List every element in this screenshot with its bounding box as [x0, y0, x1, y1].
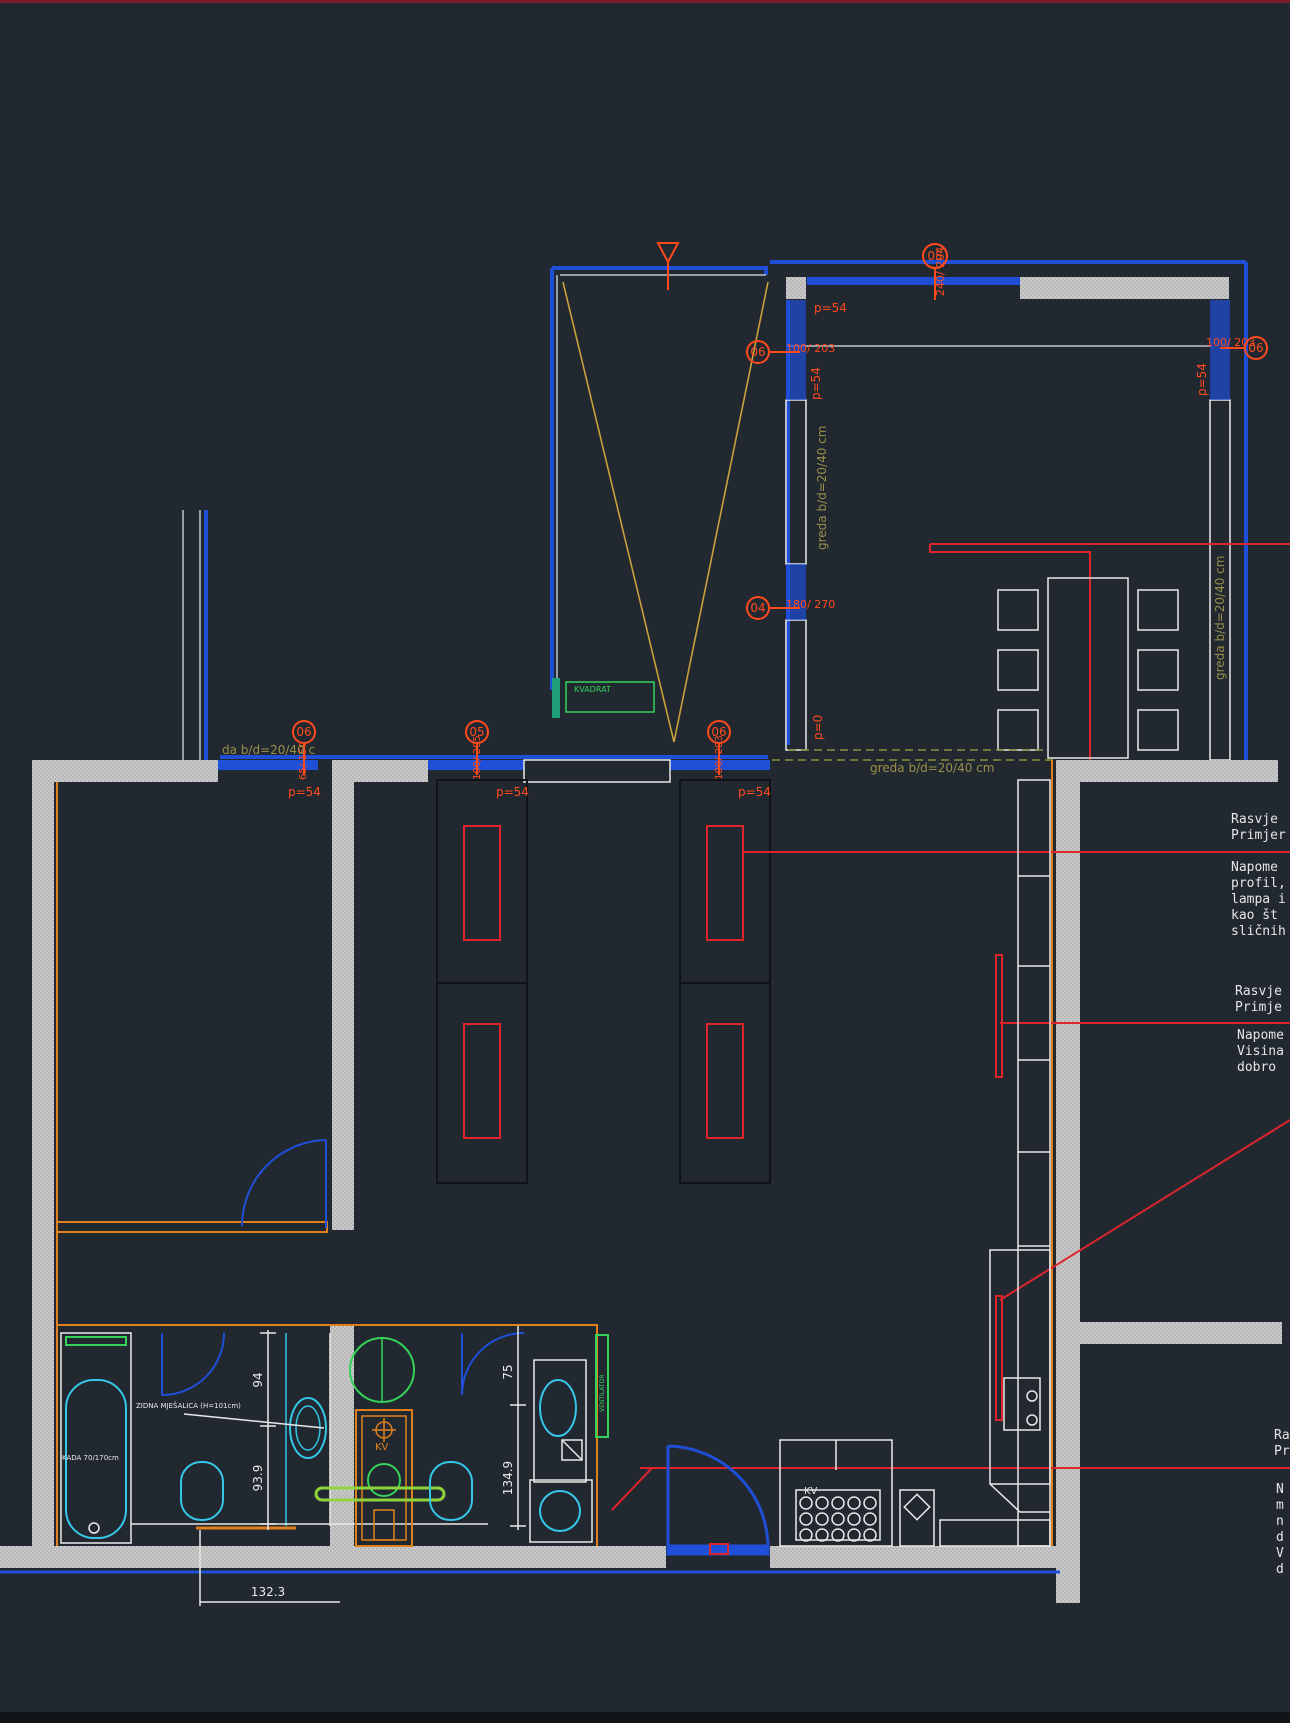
beam-horizontal-bottom: greda b/d=20/40 cm: [870, 761, 994, 775]
sill-left-vertical: p=54: [809, 367, 823, 400]
sill-bottom-1: p=54: [288, 785, 321, 799]
label-wall-mixer: ZIDNA MJEŠALICA (H=101cm): [136, 1401, 241, 1410]
tag-mid-04: 04: [750, 601, 765, 615]
red-leader-lines: [611, 543, 1290, 1511]
dim-left-06: 100/ 203: [786, 342, 835, 355]
upper-thin-lines: [182, 274, 1212, 760]
label-kv-1: KV: [375, 1442, 389, 1453]
note-remark-1: Napome profil, lampa i kao št sličnih: [1231, 860, 1290, 940]
dining-set: [997, 577, 1179, 759]
note-line: Ra: [1274, 1428, 1290, 1443]
bathroom-right: [314, 1326, 609, 1547]
dim-93-9: 93.9: [251, 1465, 265, 1492]
tag-bottom-3: 06: [711, 725, 726, 739]
sill-bottom-3: p=54: [738, 785, 771, 799]
tag-left-06: 06: [750, 345, 765, 359]
upper-hatched-walls: [785, 277, 1231, 761]
note-line: Visina: [1237, 1044, 1284, 1059]
opening-diagonals: [562, 281, 769, 743]
note-line: Napome: [1237, 1028, 1284, 1043]
dim-132-3: 132.3: [251, 1585, 285, 1599]
tag-top-center: 05: [927, 249, 942, 263]
fixture-labels: ZIDNA MJEŠALICA (H=101cm) KADA 70/170cm …: [62, 685, 818, 1497]
note-lighting-2: Rasvje Primje: [1235, 984, 1290, 1016]
note-line: n: [1276, 1514, 1284, 1529]
note-line: Primje: [1235, 1000, 1282, 1015]
note-line: Primjer: [1231, 828, 1286, 843]
green-post: [552, 678, 560, 718]
dim-bottom-1: 65/ 150: [298, 742, 309, 780]
note-line: Napome: [1231, 860, 1278, 875]
dim-top-center: 240/ 204: [934, 247, 947, 296]
sill-right-vertical: p=54: [1195, 363, 1209, 396]
note-line: profil,: [1231, 876, 1286, 891]
dim-bottom-2: 100/ 205: [472, 735, 483, 780]
dim-75: 75: [501, 1364, 515, 1379]
dimension-labels: 94 93.9 75 134.9 132.3: [251, 1364, 515, 1599]
entry-door: [666, 1444, 770, 1556]
window-tag-markers: [292, 242, 1268, 775]
beam-vertical-right: greda b/d=20/40 cm: [1213, 556, 1227, 680]
bedroom-door: [241, 1139, 327, 1228]
note-line: N: [1276, 1482, 1284, 1497]
label-kv-2: KV: [804, 1486, 818, 1497]
note-line: kao št: [1231, 908, 1278, 923]
beam-labels: greda b/d=20/40 cm greda b/d=20/40 cm gr…: [222, 426, 1227, 775]
bottom-bar: [0, 1712, 1290, 1723]
tag-bottom-1: 06: [296, 725, 311, 739]
beam-horizontal-left: da b/d=20/40 c: [222, 743, 315, 757]
note-line: sličnih: [1231, 924, 1286, 939]
note-lighting-1: Rasvje Primjer: [1231, 812, 1290, 844]
orange-finish-lines: [56, 760, 1053, 1546]
label-towel: KVADRAT: [574, 685, 611, 694]
dim-right-06: 100/ 203: [1206, 336, 1255, 349]
note-remark-3: N m n d V d: [1276, 1482, 1290, 1578]
note-line: d: [1276, 1562, 1284, 1577]
green-equipment-box: [565, 681, 655, 713]
label-bathtub: KADA 70/170cm: [62, 1454, 119, 1462]
dim-94: 94: [251, 1372, 265, 1387]
note-remark-2: Napome Visina dobro: [1237, 1028, 1290, 1076]
note-line: Rasvje: [1235, 984, 1282, 999]
sill-door-p0: p=0: [811, 715, 825, 740]
label-radiator: VENTILATOR: [599, 1375, 606, 1413]
tag-bottom-2: 05: [469, 725, 484, 739]
top-border-line: [0, 0, 1290, 3]
note-line: lampa i: [1231, 892, 1286, 907]
sill-top: p=54: [814, 301, 847, 315]
note-line: Rasvje: [1231, 812, 1278, 827]
note-line: m: [1276, 1498, 1284, 1513]
main-walls: [0, 760, 1282, 1603]
tag-right-06: 06: [1248, 341, 1263, 355]
note-line: dobro: [1237, 1060, 1277, 1075]
dim-134-9: 134.9: [501, 1461, 515, 1495]
beam-vertical-left: greda b/d=20/40 cm: [815, 426, 829, 550]
kitchen-counter: [779, 779, 1051, 1547]
dim-mid-04: 180/ 270: [786, 598, 835, 611]
dim-bottom-3: 100/ 203: [714, 735, 725, 780]
sill-bottom-2: p=54: [496, 785, 529, 799]
bathroom-left: [60, 1330, 488, 1606]
ceiling-light-panels: [436, 779, 771, 1184]
sill-height-labels: p=54 p=54 p=54 p=54 p=54 p=54 p=0: [288, 301, 1209, 799]
window-dimension-labels: 240/ 204 100/ 203 100/ 203 180/ 270 65/ …: [298, 247, 1255, 780]
window-tag-labels: 05 06 06 04 06 05 06: [296, 249, 1263, 739]
note-line: d: [1276, 1530, 1284, 1545]
note-line: Pr: [1274, 1444, 1290, 1459]
note-line: V: [1276, 1546, 1284, 1561]
note-lighting-3: Ra Pr: [1274, 1428, 1290, 1460]
